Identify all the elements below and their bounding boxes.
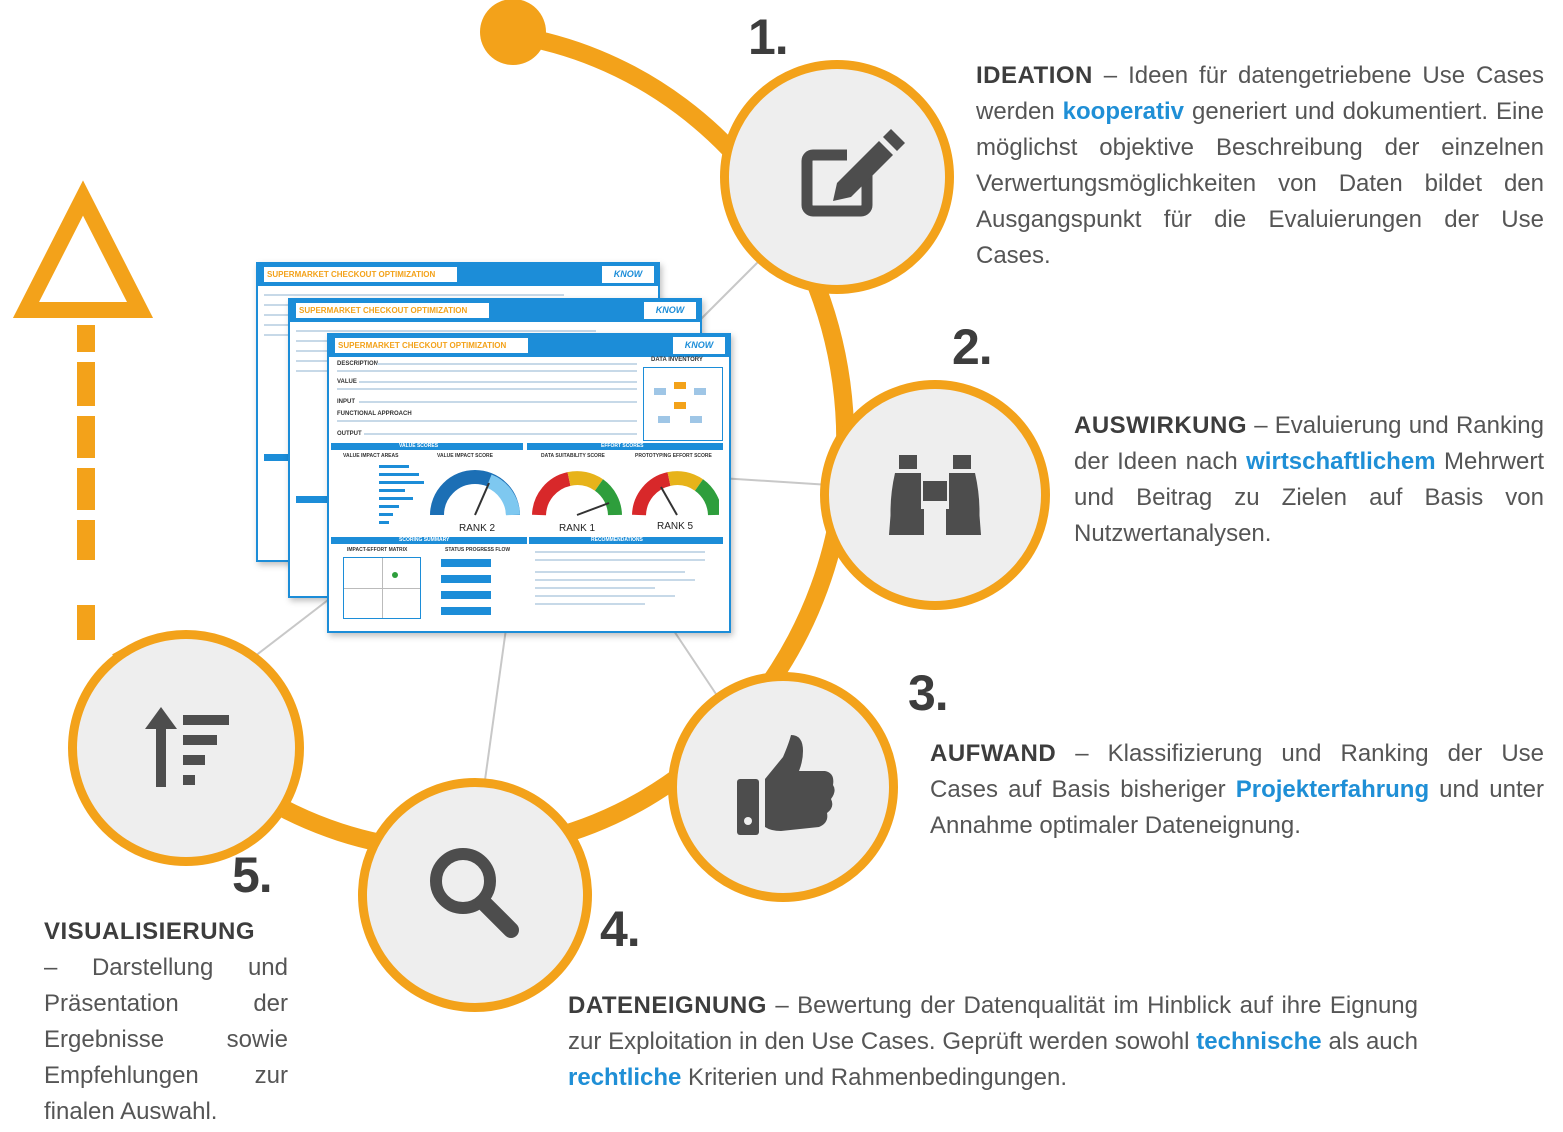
binoculars-icon <box>889 455 981 535</box>
upward-arrow <box>12 180 154 640</box>
ring-start-dot <box>480 0 546 65</box>
step-3-circle <box>668 672 898 902</box>
step-1-circle <box>720 60 954 294</box>
value-impact-score-label: VALUE IMPACT SCORE <box>437 453 493 459</box>
step-4-title: DATENEIGNUNG <box>568 992 767 1019</box>
status-progress-flow-label: STATUS PROGRESS FLOW <box>445 547 511 553</box>
gauge-needle <box>660 486 678 516</box>
step-2-title: AUSWIRKUNG <box>1074 412 1247 439</box>
step-1-title: IDEATION <box>976 62 1093 89</box>
description-label: DESCRIPTION <box>337 361 379 367</box>
rank-label: RANK 2 <box>459 523 496 534</box>
rank-label: RANK 5 <box>657 521 694 532</box>
data-inventory-diagram <box>643 367 723 441</box>
highlight-term: Projekt­erfahrung <box>1235 776 1430 803</box>
highlight-term: wirtschaftlichem <box>1246 448 1436 475</box>
know-center-logo: KNOW <box>644 302 696 319</box>
step-2-circle <box>820 380 1050 610</box>
search-icon <box>430 848 519 938</box>
scoring-summary-label: SCORING SUMMARY <box>399 537 450 543</box>
edit-icon <box>801 129 905 217</box>
effort-scores-label: EFFORT SCORES <box>601 443 644 449</box>
value-impact-areas-label: VALUE IMPACT AREAS <box>343 453 399 459</box>
prototyping-effort-score-label: PROTOTYPING EFFORT SCORE <box>635 453 712 459</box>
step-3-number: 3. <box>908 665 949 721</box>
rank-label: RANK 1 <box>559 523 596 534</box>
value-scores-label: VALUE SCORES <box>399 443 439 449</box>
dashboard-sheet-front: SUPERMARKET CHECKOUT OPTIMIZATION KNOW DE… <box>327 333 731 633</box>
step-2-number: 2. <box>952 319 993 375</box>
step-1-description: IDEATION – Ideen für datengetriebene Use… <box>976 62 1544 269</box>
step-5-description: VISUALISIERUNG– Darstellung und Präsenta… <box>44 914 288 1130</box>
step-4-number: 4. <box>600 901 641 957</box>
step-5-number: 5. <box>232 847 273 903</box>
impact-effort-matrix <box>343 557 421 619</box>
dashboard-title: SUPERMARKET CHECKOUT OPTIMIZATION <box>335 338 528 353</box>
data-inventory-label: DATA INVENTORY <box>651 357 703 363</box>
step-4-description: DATENEIGNUNG – Bewertung der Datenqualit… <box>568 992 1419 1091</box>
step-4-circle <box>358 778 592 1012</box>
data-suitability-score-label: DATA SUITABILITY SCORE <box>541 453 605 459</box>
step-5-circle <box>68 630 304 866</box>
highlight-term: rechtliche <box>568 1064 682 1091</box>
step-3-description: AUFWAND – Klassifizierung und Ranking de… <box>930 740 1545 839</box>
gauge-needle <box>576 502 610 516</box>
step-5-title: VISUALISIERUNG <box>44 918 256 945</box>
gauge-needle <box>474 482 490 516</box>
know-center-logo: KNOW <box>602 266 654 283</box>
highlight-term: kooperativ <box>1062 98 1185 125</box>
impact-effort-matrix-label: IMPACT-EFFORT MATRIX <box>347 547 408 553</box>
dashboard-title: SUPERMARKET CHECKOUT OPTIMIZATION <box>264 267 457 282</box>
highlight-term: technische <box>1196 1028 1322 1055</box>
recommendations-label: RECOMMENDATIONS <box>591 537 643 543</box>
dashboard-title: SUPERMARKET CHECKOUT OPTIMIZATION <box>296 303 489 318</box>
step-3-title: AUFWAND <box>930 740 1057 767</box>
know-center-logo: KNOW <box>673 337 725 354</box>
score-gauges <box>430 470 719 516</box>
step-2-description: AUSWIRKUNG – Evaluierung und Ranking der… <box>1074 412 1544 547</box>
sort-ascending-icon <box>145 707 229 787</box>
step-1-number: 1. <box>748 9 789 65</box>
thumbs-up-icon <box>737 735 835 835</box>
